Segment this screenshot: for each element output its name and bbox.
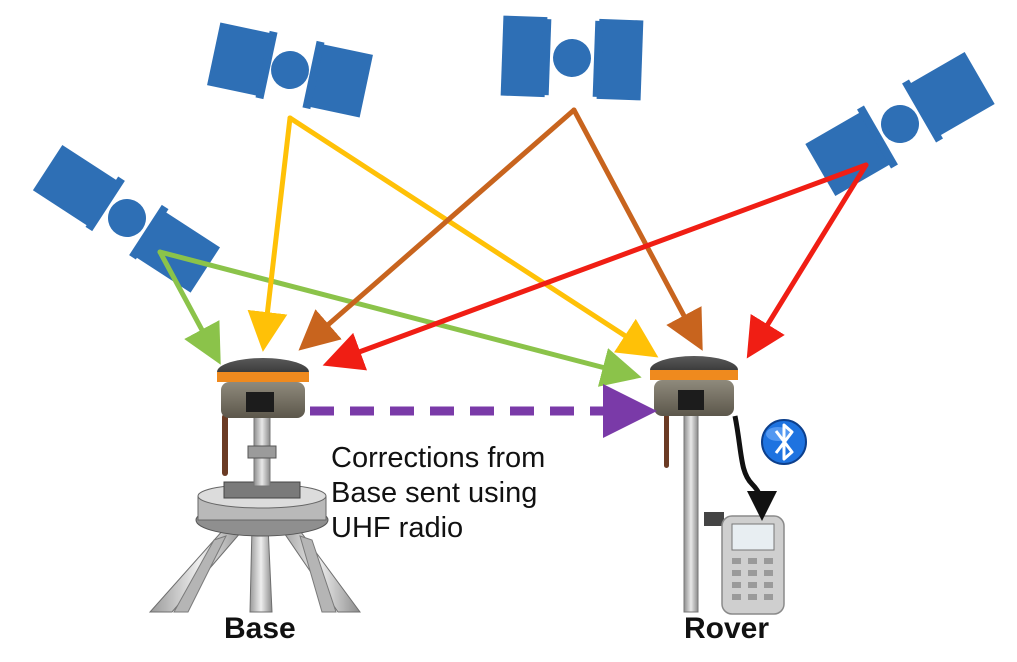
satellite-icon — [32, 144, 220, 293]
signal-arrow-orange-base — [298, 107, 577, 351]
rover-station — [650, 356, 807, 615]
correction-caption-line-3: UHF radio — [331, 512, 463, 544]
satellite-icon — [207, 22, 373, 118]
signal-arrow-orange-rover — [571, 107, 703, 351]
base-station — [148, 358, 361, 613]
satellite-icon — [805, 52, 995, 196]
rover-label: Rover — [684, 612, 769, 645]
signal-arrow-yellow-base — [247, 115, 293, 352]
handheld-controller-icon — [721, 515, 785, 615]
satellite-icon — [500, 15, 644, 101]
signal-arrow-red-base — [322, 162, 869, 371]
signal-arrow-green-rover — [157, 249, 642, 387]
signal-arrow-yellow-rover — [287, 115, 659, 358]
signal-arrow-green-base — [157, 249, 221, 365]
signal-arrows — [157, 107, 869, 387]
bluetooth-icon — [761, 419, 807, 465]
signal-arrow-red-rover — [746, 162, 869, 359]
base-label: Base — [224, 612, 296, 645]
correction-caption-line-1: Corrections from — [331, 442, 545, 474]
gnss-receiver-icon — [217, 358, 309, 418]
gnss-receiver-icon — [650, 356, 738, 416]
correction-caption-line-2: Base sent using — [331, 477, 537, 509]
